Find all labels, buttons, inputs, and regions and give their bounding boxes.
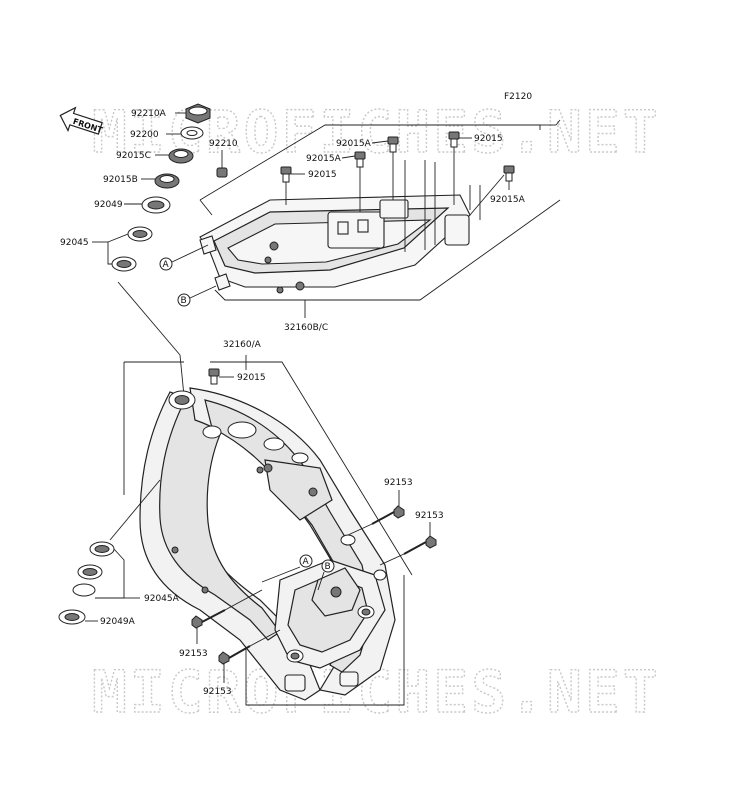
callout-B-frame: B — [325, 562, 331, 572]
nut-92210[interactable] — [216, 167, 228, 178]
washer-92200[interactable] — [180, 126, 204, 140]
callout-A-top: A — [163, 260, 170, 270]
bolt-92015-mid[interactable] — [280, 166, 292, 183]
label-92210A: 92210A — [131, 109, 167, 119]
bearing-92045A-upper[interactable] — [89, 541, 115, 557]
label-32160A: 32160/A — [223, 340, 262, 350]
bearing-92045-upper[interactable] — [127, 226, 153, 242]
label-92153-b: 92153 — [415, 511, 444, 521]
main-frame-32160A[interactable] — [139, 387, 396, 701]
diagram-ref: F2120 — [504, 92, 532, 102]
label-92153-c: 92153 — [179, 649, 208, 659]
label-92015-frame: 92015 — [237, 373, 266, 383]
label-92015A-mid: 92015A — [306, 154, 342, 164]
bearing-92045A-ring[interactable] — [72, 583, 96, 597]
bolt-92153-a[interactable] — [371, 505, 405, 525]
label-92049A: 92049A — [100, 617, 136, 627]
label-92015A-right: 92015A — [490, 195, 526, 205]
bolt-92015-top[interactable] — [448, 131, 460, 148]
label-92210: 92210 — [209, 139, 238, 149]
label-92200: 92200 — [130, 130, 159, 140]
bolt-92015A-mid[interactable] — [354, 151, 366, 168]
label-32160BC: 32160B/C — [284, 323, 328, 333]
seal-92049[interactable] — [141, 196, 171, 214]
nut-92210A[interactable] — [185, 103, 211, 124]
label-92153-d: 92153 — [203, 687, 232, 697]
label-92045: 92045 — [60, 238, 89, 248]
bolt-92153-b[interactable] — [403, 535, 437, 555]
label-92045A: 92045A — [144, 594, 180, 604]
label-92049: 92049 — [94, 200, 123, 210]
bolt-92153-c[interactable] — [191, 609, 226, 629]
label-92015A-top: 92015A — [336, 139, 372, 149]
bearing-92045A-lower[interactable] — [77, 564, 103, 580]
bolt-92015A-right[interactable] — [503, 165, 515, 182]
subframe-32160BC[interactable] — [199, 194, 471, 294]
bearing-92045-lower[interactable] — [111, 256, 137, 272]
label-92015-mid: 92015 — [308, 170, 337, 180]
ringnut-92015C[interactable] — [168, 148, 194, 164]
bolt-92015-frame[interactable] — [208, 368, 220, 385]
seal-92049A[interactable] — [58, 609, 86, 625]
bolt-92015A-top[interactable] — [387, 136, 399, 153]
label-92153-a: 92153 — [384, 478, 413, 488]
bolt-92153-d[interactable] — [218, 645, 251, 665]
callout-A-frame: A — [303, 557, 310, 567]
label-92015-top: 92015 — [474, 134, 503, 144]
ringnut-92015B[interactable] — [154, 173, 180, 189]
callout-B-top: B — [181, 296, 187, 306]
label-92015C: 92015C — [116, 151, 151, 161]
label-92015B: 92015B — [103, 175, 138, 185]
